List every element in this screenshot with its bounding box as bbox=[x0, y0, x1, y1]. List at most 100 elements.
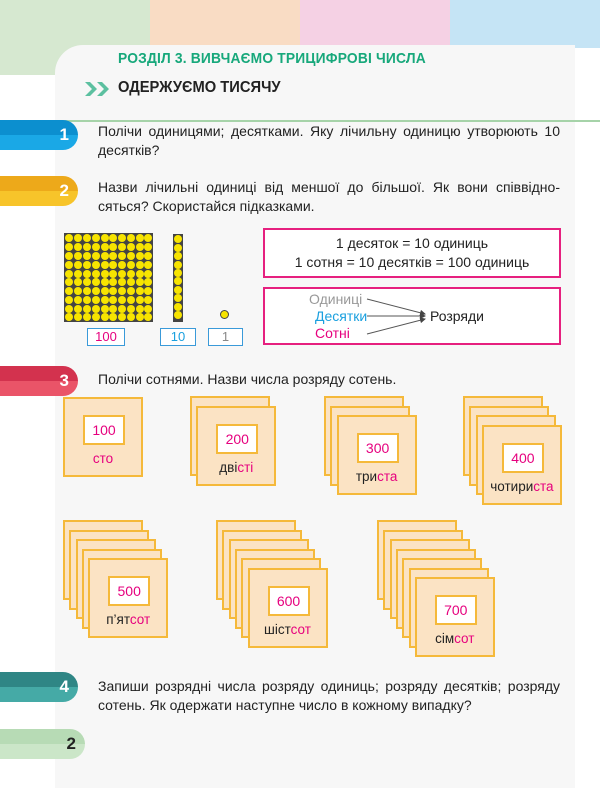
hundred-card: 700 сімсот bbox=[414, 577, 495, 657]
bead bbox=[74, 304, 83, 313]
bead bbox=[135, 295, 144, 304]
bead bbox=[82, 313, 91, 322]
bead bbox=[65, 287, 74, 296]
bead bbox=[91, 243, 100, 252]
bead bbox=[126, 251, 135, 260]
bead bbox=[118, 269, 127, 278]
bead bbox=[126, 313, 135, 322]
bead bbox=[144, 278, 153, 287]
bead bbox=[109, 278, 118, 287]
bead bbox=[100, 260, 109, 269]
bead bbox=[126, 304, 135, 313]
bead bbox=[100, 278, 109, 287]
color-band-peach bbox=[150, 0, 300, 48]
color-band-pink bbox=[300, 0, 450, 48]
bead bbox=[65, 234, 74, 243]
arrows-icon bbox=[366, 298, 426, 335]
bead bbox=[100, 234, 109, 243]
card-number: 700 bbox=[434, 595, 477, 625]
bead bbox=[126, 295, 135, 304]
bead bbox=[91, 304, 100, 313]
bead bbox=[144, 304, 153, 313]
bead bbox=[82, 304, 91, 313]
bead bbox=[74, 243, 83, 252]
bead bbox=[109, 234, 118, 243]
bead bbox=[82, 243, 91, 252]
bead bbox=[174, 302, 183, 311]
bead bbox=[174, 310, 183, 319]
word-stem: шіст bbox=[264, 621, 291, 637]
bead bbox=[174, 277, 183, 286]
word-ending: сті bbox=[237, 459, 254, 475]
card-word: сімсот bbox=[417, 631, 493, 646]
bead bbox=[126, 287, 135, 296]
bead bbox=[135, 287, 144, 296]
bead bbox=[109, 260, 118, 269]
bead bbox=[74, 251, 83, 260]
bead bbox=[135, 313, 144, 322]
bead bbox=[109, 287, 118, 296]
bead bbox=[100, 295, 109, 304]
task-4-text: Запиши розрядні числа розряду одиниць; р… bbox=[98, 678, 560, 713]
bead bbox=[74, 287, 83, 296]
card-number: 400 bbox=[501, 442, 544, 473]
bead bbox=[118, 278, 127, 287]
bead bbox=[174, 243, 183, 252]
card-number: 600 bbox=[267, 585, 310, 616]
bead bbox=[74, 260, 83, 269]
bead bbox=[144, 313, 153, 322]
bead bbox=[91, 269, 100, 278]
hint-line-1: 1 десяток = 10 одиниць bbox=[335, 235, 489, 251]
places-label: Розряди bbox=[430, 308, 484, 324]
bead bbox=[82, 269, 91, 278]
card-number: 500 bbox=[108, 576, 151, 606]
bead bbox=[174, 285, 183, 294]
label-1: 1 bbox=[208, 328, 243, 346]
task-number-3: 3 bbox=[0, 366, 78, 396]
bead bbox=[144, 251, 153, 260]
hundred-card: 500 п’ятсот bbox=[88, 558, 169, 638]
hint-places: Одиниці Десятки Сотні Розряди bbox=[263, 287, 561, 345]
bead bbox=[118, 313, 127, 322]
word-stem: дві bbox=[219, 459, 238, 475]
bead bbox=[135, 260, 144, 269]
bead bbox=[74, 234, 83, 243]
word-stem: сім bbox=[435, 631, 455, 646]
section-title: РОЗДІЛ 3. ВИВЧАЄМО ТРИЦИФРОВІ ЧИСЛА bbox=[118, 50, 426, 67]
bead bbox=[118, 304, 127, 313]
hint-equalities: 1 десяток = 10 одиниць 1 сотня = 10 деся… bbox=[263, 228, 561, 278]
unit-dot bbox=[220, 310, 229, 319]
card-word: п’ятсот bbox=[90, 612, 166, 627]
bead bbox=[65, 304, 74, 313]
word-stem: чотири bbox=[490, 478, 534, 494]
chevrons-icon bbox=[85, 82, 109, 96]
card-number: 200 bbox=[216, 423, 259, 454]
bead bbox=[91, 313, 100, 322]
ten-rod bbox=[173, 234, 183, 322]
word-ending: ста bbox=[533, 478, 554, 494]
bead bbox=[109, 313, 118, 322]
bead bbox=[74, 313, 83, 322]
bead bbox=[82, 260, 91, 269]
bead bbox=[91, 234, 100, 243]
bead bbox=[135, 278, 144, 287]
bead bbox=[65, 295, 74, 304]
bead bbox=[109, 251, 118, 260]
bead bbox=[100, 313, 109, 322]
card-word: двісті bbox=[198, 460, 274, 475]
task-1-text: Полічи одиницями; десятками. Яку лічильн… bbox=[98, 123, 560, 158]
task-2-text: Назви лічильні одиниці від меншої до біл… bbox=[98, 179, 560, 214]
bead bbox=[118, 251, 127, 260]
bead bbox=[100, 287, 109, 296]
bead bbox=[126, 260, 135, 269]
bead bbox=[65, 313, 74, 322]
label-100: 100 bbox=[87, 328, 125, 346]
bead bbox=[135, 251, 144, 260]
bead bbox=[135, 243, 144, 252]
task-number-2: 2 bbox=[0, 176, 78, 206]
bead bbox=[144, 295, 153, 304]
hint-line-2: 1 сотня = 10 десятків = 100 одиниць bbox=[294, 254, 530, 270]
bead bbox=[144, 260, 153, 269]
